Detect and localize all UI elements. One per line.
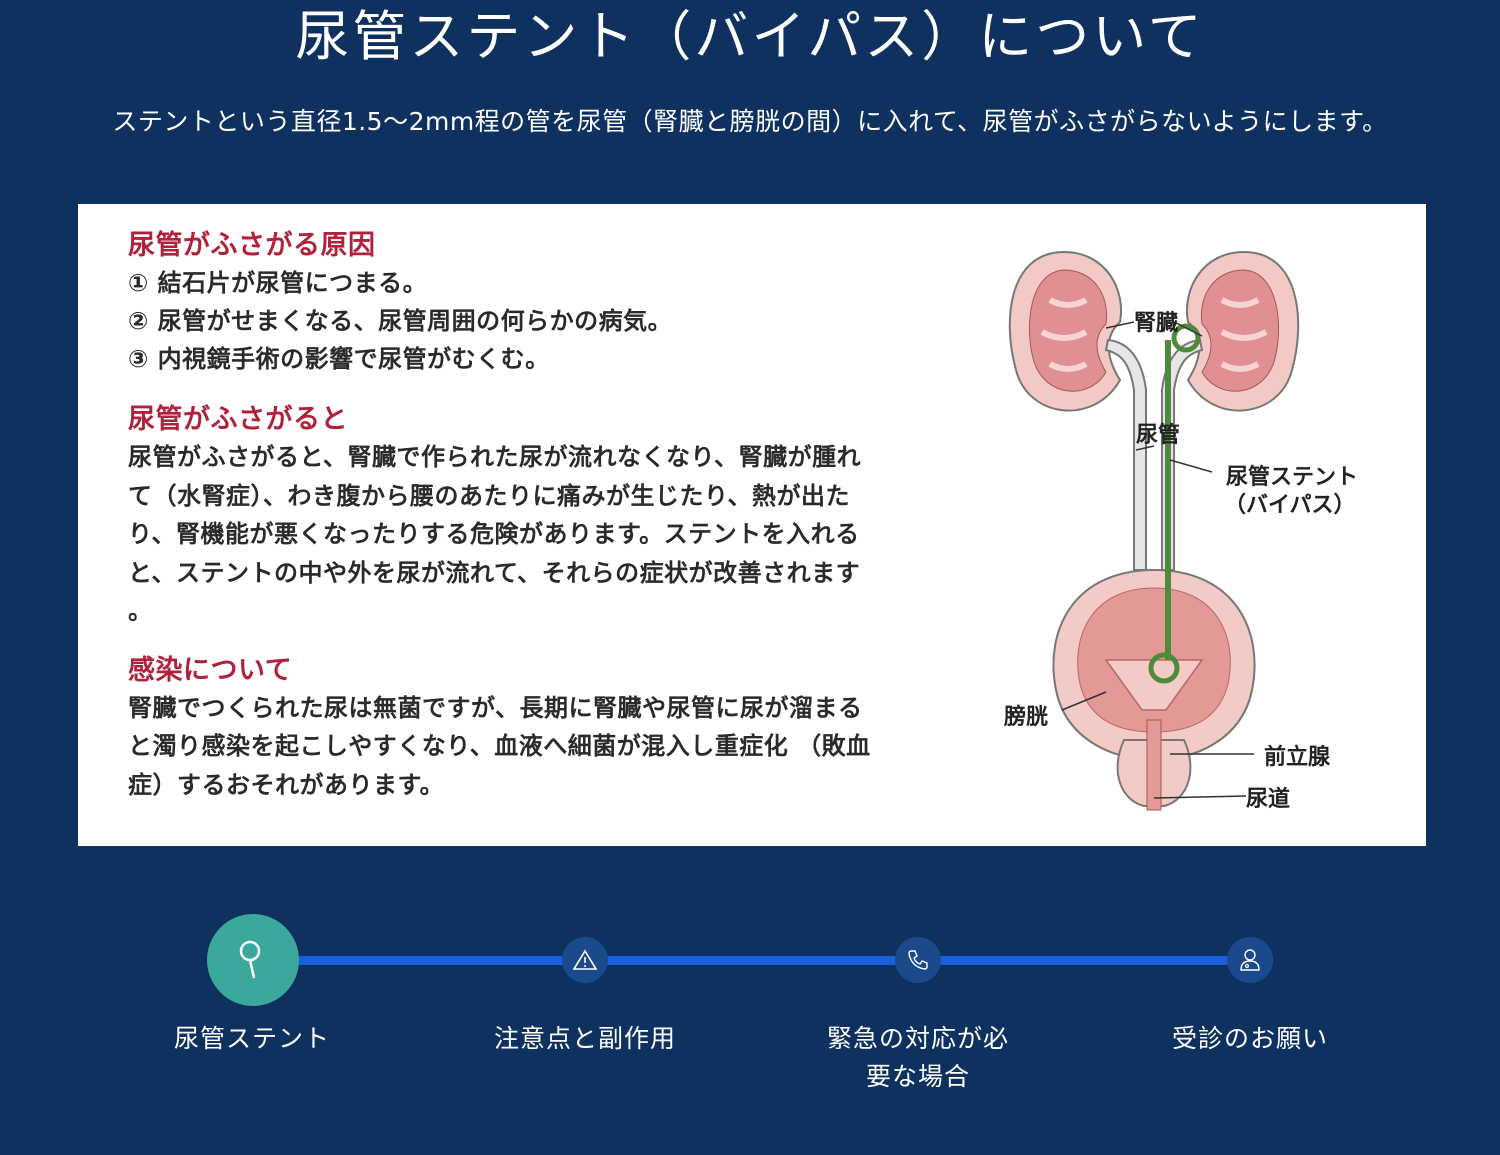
- causes-title: 尿管がふさがる原因: [128, 230, 376, 261]
- warning-icon: [572, 949, 598, 970]
- step-consultation-node[interactable]: [1227, 937, 1273, 983]
- page-subtitle: ステントという直径1.5〜2mm程の管を尿管（腎臓と膀胱の間）に入れて、尿管がふ…: [112, 107, 1388, 136]
- infection-line: 腎臓でつくられた尿は無菌ですが、長期に腎臓や尿管に尿が溜まる: [128, 693, 863, 722]
- blocked-line: 尿管がふさがると、腎臓で作られた尿が流れなくなり、腎臓が腫れ: [128, 443, 862, 471]
- urethra-label: 尿道: [1246, 786, 1290, 812]
- stent-label-line1: 尿管ステント: [1226, 464, 1358, 490]
- infection-line: 症）するおそれがあります。: [128, 770, 445, 799]
- causes-item: ① 結石片が尿管につまる。: [128, 269, 428, 297]
- urinary-tract-diagram: 腎臓 尿管 尿管ステント （バイパス） 膀胱 前立腺 尿道: [1004, 250, 1358, 812]
- blocked-title: 尿管がふさがると: [128, 404, 348, 435]
- doctor-icon: [1240, 949, 1260, 971]
- ureter-label: 尿管: [1136, 422, 1180, 448]
- phone-icon: [908, 950, 928, 970]
- stent-label-line2: （バイパス）: [1224, 493, 1356, 518]
- bladder-illustration: [1052, 568, 1256, 811]
- step-emergency-label[interactable]: 緊急の対応が必 要な場合: [826, 1024, 1009, 1091]
- left-kidney-illustration: [1008, 250, 1147, 571]
- step-precautions-label[interactable]: 注意点と副作用: [493, 1024, 676, 1053]
- info-text-column: 尿管がふさがる原因 ① 結石片が尿管につまる。 ② 尿管がせまくなる、尿管周囲の…: [128, 228, 918, 804]
- blocked-line: と、ステントの中や外を尿が流れて、それらの症状が改善されます: [128, 558, 861, 587]
- info-panel: 尿管がふさがる原因 ① 結石片が尿管につまる。 ② 尿管がせまくなる、尿管周囲の…: [78, 204, 1426, 846]
- causes-item: ② 尿管がせまくなる、尿管周囲の何らかの病気。: [128, 307, 673, 335]
- blocked-line: 。: [128, 597, 153, 625]
- kidney-label: 腎臓: [1134, 311, 1178, 336]
- right-kidney-illustration: [1161, 250, 1300, 571]
- map-pin-icon: [239, 940, 261, 979]
- causes-item: ③ 内視鏡手術の影響で尿管がむくむ。: [128, 345, 550, 373]
- step-ureteral-stent-node[interactable]: [207, 914, 299, 1006]
- step-ureteral-stent-label[interactable]: 尿管ステント: [173, 1024, 330, 1053]
- infection-title: 感染について: [128, 654, 293, 686]
- blocked-line: て（水腎症）、わき腹から腰のあたりに痛みが生じたり、熱が出た: [128, 481, 851, 510]
- step-navigation: 尿管ステント 注意点と副作用 緊急の対応が必 要な場合 受診のお願い: [0, 880, 1500, 1140]
- blocked-line: り、腎機能が悪くなったりする危険があります。ステントを入れる: [128, 520, 860, 548]
- step-precautions-node[interactable]: [562, 937, 608, 983]
- prostate-label: 前立腺: [1264, 744, 1331, 770]
- causes-list: ① 結石片が尿管につまる。 ② 尿管がせまくなる、尿管周囲の何らかの病気。 ③ …: [128, 264, 918, 378]
- progress-track: [252, 956, 1250, 965]
- page-title: 尿管ステント（バイパス）について: [295, 5, 1205, 68]
- infection-line: と濁り感染を起こしやすくなり、血液へ細菌が混入し重症化 （敗血: [128, 732, 871, 760]
- step-emergency-node[interactable]: [895, 937, 941, 983]
- stent-illustration: [1148, 323, 1201, 684]
- bladder-label: 膀胱: [1004, 704, 1048, 730]
- step-consultation-label[interactable]: 受診のお願い: [1171, 1024, 1328, 1053]
